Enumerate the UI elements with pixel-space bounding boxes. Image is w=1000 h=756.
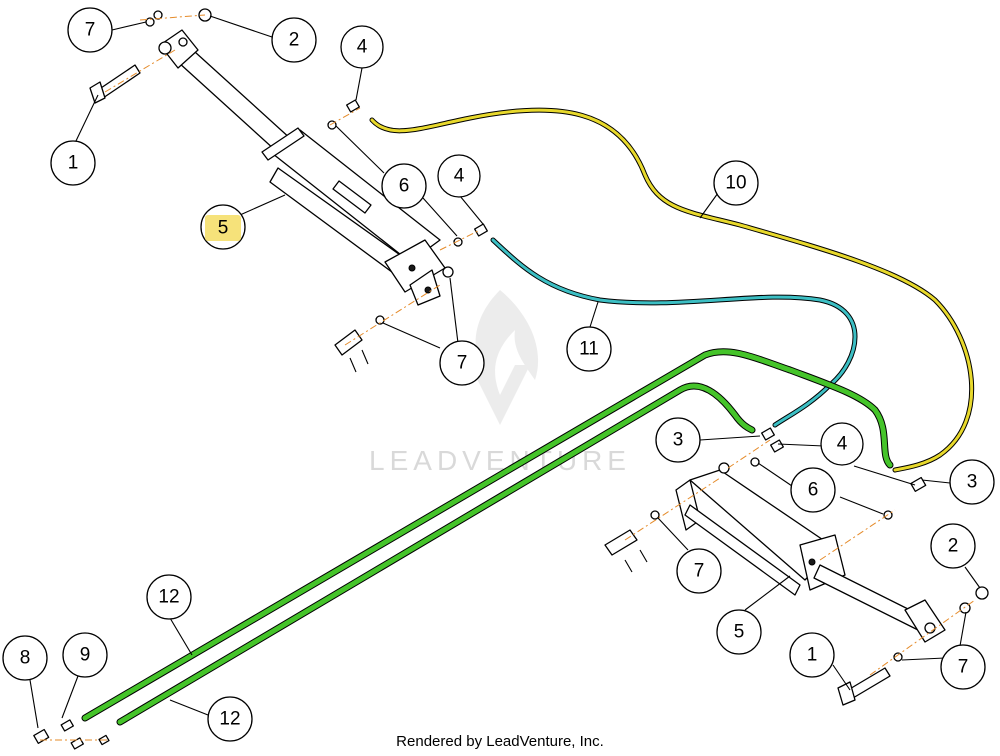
callout-label: 6: [808, 480, 819, 501]
callout-label: 3: [673, 430, 684, 451]
callout-label: 7: [85, 20, 96, 41]
callout-c8: 8: [2, 635, 48, 681]
hose-11-body: [491, 238, 857, 427]
callout-label: 6: [399, 176, 410, 197]
hose-12-upper: [81, 348, 894, 722]
upper-cylinder: [158, 29, 446, 306]
hose-12-lower-body: [117, 383, 755, 725]
callout-c11: 11: [566, 326, 612, 372]
leader-lines: [29, 15, 981, 729]
hose-10-body: [370, 108, 974, 472]
callout-label: 4: [357, 37, 368, 58]
callout-label: 1: [807, 645, 818, 666]
callout-c4-mid: 4: [437, 154, 481, 198]
callout-label: 12: [219, 709, 240, 730]
callout-c9: 9: [62, 632, 108, 678]
callout-label: 7: [958, 657, 969, 678]
callout-c2-top: 2: [271, 17, 317, 63]
hardware-nuts: [145, 8, 989, 662]
callout-c6-upper: 6: [381, 163, 427, 209]
callout-c7-lower-mid: 7: [676, 548, 722, 594]
callout-c7-lower-right: 7: [940, 644, 986, 690]
callout-c3-right: 3: [949, 459, 995, 505]
callout-c7-upper-mid: 7: [439, 340, 485, 386]
callout-c4-lower: 4: [820, 422, 864, 466]
callout-label: 5: [734, 622, 745, 643]
footer-credit: Rendered by LeadVenture, Inc.: [396, 733, 604, 750]
callout-c4-top: 4: [340, 25, 384, 69]
callout-label: 7: [694, 561, 705, 582]
callout-c2-right: 2: [930, 523, 976, 569]
callout-label: 7: [457, 353, 468, 374]
pin-7-lower: [604, 529, 648, 573]
callout-label: 3: [967, 472, 978, 493]
callout-c12-upper: 12: [146, 574, 192, 620]
hose-fittings: [33, 99, 927, 750]
callout-label: 5: [218, 218, 229, 239]
callout-label: 2: [289, 30, 300, 51]
callout-c6-lower: 6: [790, 467, 836, 513]
callout-label: 1: [68, 153, 79, 174]
lower-cylinder: [675, 469, 946, 643]
hose-12-lower: [116, 382, 756, 726]
watermark: LEADVENTURE: [369, 290, 626, 476]
callout-c7-top-left: 7: [67, 7, 113, 53]
callout-label: 4: [454, 166, 465, 187]
callout-label: 4: [837, 434, 848, 455]
callout-c5-lower: 5: [716, 609, 762, 655]
callout-c10: 10: [713, 160, 759, 206]
callout-label: 8: [20, 648, 31, 669]
callout-c1-left: 1: [50, 140, 96, 186]
pin-1-lower: [837, 667, 891, 706]
callout-label: 2: [948, 536, 959, 557]
callout-label: 11: [579, 339, 599, 360]
hose-12-upper-body: [82, 349, 893, 721]
hose-11: [490, 237, 858, 428]
callout-c3-left: 3: [655, 417, 701, 463]
watermark-logo-icon: [470, 290, 539, 425]
hose-10: [369, 107, 975, 473]
callout-c1-lower: 1: [789, 632, 835, 678]
pin-7-upper: [334, 329, 369, 373]
callout-label: 12: [158, 587, 179, 608]
assembly-centerlines: [40, 14, 976, 741]
callout-c5-upper: 5: [200, 204, 246, 250]
callout-c12-lower: 12: [207, 696, 253, 742]
callout-label: 10: [725, 173, 746, 194]
callout-label: 9: [80, 645, 91, 666]
